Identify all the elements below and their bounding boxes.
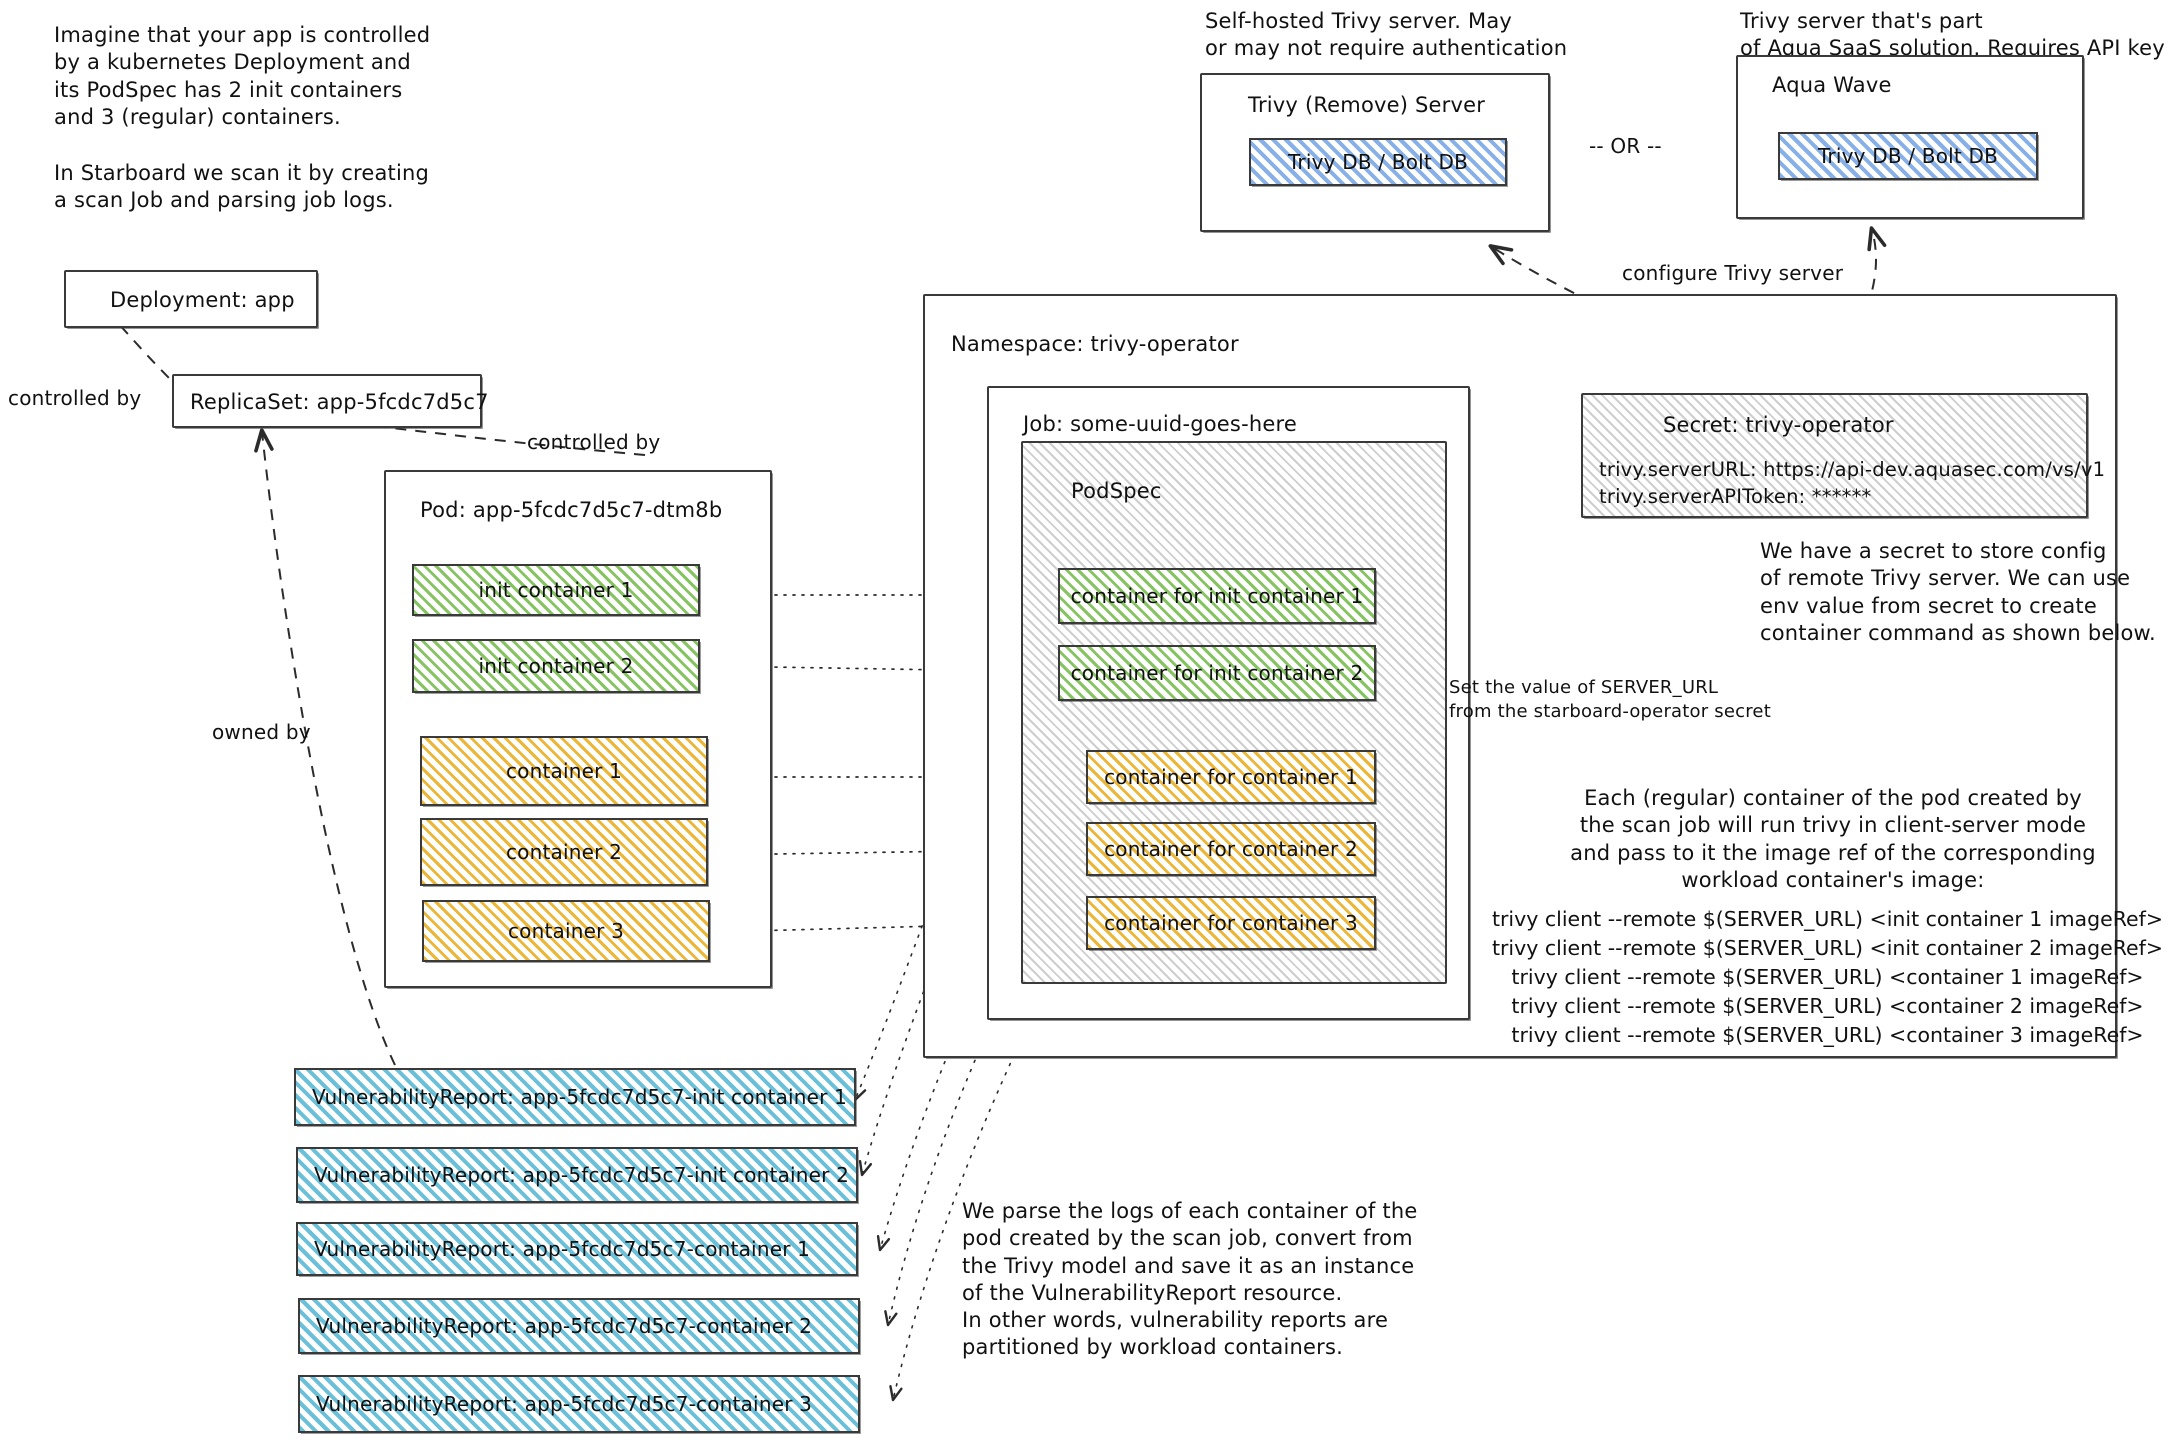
scan-container-for-container-2[interactable]: container for container 2 (1086, 822, 1376, 876)
podspec-box[interactable]: PodSpec (1021, 441, 1447, 984)
vulnerability-report-4[interactable]: VulnerabilityReport: app-5fcdc7d5c7-cont… (298, 1298, 860, 1354)
scan-container-for-container-3[interactable]: container for container 3 (1086, 896, 1376, 950)
scan-container-for-init-container-1[interactable]: container for init container 1 (1058, 568, 1376, 624)
scan-container-for-init-container-1-label: container for init container 1 (1070, 584, 1364, 608)
intro-paragraph-2: In Starboard we scan it by creating a sc… (54, 161, 430, 213)
edge-label-configure-trivy-server: configure Trivy server (1622, 261, 1844, 285)
replicaset-label: ReplicaSet: app-5fcdc7d5c7 (190, 390, 489, 414)
secret-title: Secret: trivy-operator (1663, 413, 1894, 437)
deployment-box[interactable]: Deployment: app (64, 270, 318, 328)
trivy-client-commands: trivy client --remote $(SERVER_URL) <ini… (1491, 907, 2164, 1048)
podspec-label: PodSpec (1071, 479, 1162, 503)
namespace-label: Namespace: trivy-operator (951, 332, 1239, 356)
pod-init-container-2[interactable]: init container 2 (412, 639, 700, 693)
trivy-remote-server-title: Trivy (Remove) Server (1248, 93, 1486, 117)
secret-server-url: trivy.serverURL: https://api-dev.aquasec… (1599, 458, 2106, 481)
scan-container-for-init-container-2[interactable]: container for init container 2 (1058, 645, 1376, 701)
note-secret-explainer: We have a secret to store config of remo… (1760, 539, 2156, 645)
pod-container-1[interactable]: container 1 (420, 736, 708, 806)
trivy-db-left-label: Trivy DB / Bolt DB (1287, 150, 1469, 174)
trivy-db-left[interactable]: Trivy DB / Bolt DB (1249, 138, 1507, 186)
trivy-db-right[interactable]: Trivy DB / Bolt DB (1778, 132, 2038, 180)
note-client-server-explainer: Each (regular) container of the pod crea… (1570, 786, 2096, 892)
pod-container-3-label: container 3 (507, 919, 625, 943)
aqua-wave-title: Aqua Wave (1772, 73, 1892, 97)
job-label: Job: some-uuid-goes-here (1023, 412, 1297, 436)
pod-container-2-label: container 2 (505, 840, 623, 864)
scan-container-for-container-1-label: container for container 1 (1104, 765, 1358, 789)
edge-label-owned-by: owned by (212, 720, 311, 744)
scan-container-for-container-2-label: container for container 2 (1104, 837, 1358, 861)
secret-api-token: trivy.serverAPIToken: ****** (1599, 485, 1872, 508)
trivy-db-right-label: Trivy DB / Bolt DB (1817, 144, 1999, 168)
vulnerability-report-2[interactable]: VulnerabilityReport: app-5fcdc7d5c7-init… (296, 1147, 858, 1203)
note-self-hosted-trivy: Self-hosted Trivy server. May or may not… (1205, 9, 1568, 61)
vulnerability-report-2-label: VulnerabilityReport: app-5fcdc7d5c7-init… (314, 1163, 850, 1187)
edge-label-controlled-by-deployment: controlled by (8, 386, 142, 410)
scan-container-for-init-container-2-label: container for init container 2 (1070, 661, 1364, 685)
secret-box[interactable]: Secret: trivy-operator trivy.serverURL: … (1581, 393, 2105, 518)
note-server-url: Set the value of SERVER_URL from the sta… (1449, 677, 1771, 722)
vulnerability-report-1[interactable]: VulnerabilityReport: app-5fcdc7d5c7-init… (294, 1068, 856, 1126)
scan-container-for-container-1[interactable]: container for container 1 (1086, 750, 1376, 804)
intro-paragraph-1: Imagine that your app is controlled by a… (54, 23, 431, 129)
pod-container-2[interactable]: container 2 (420, 818, 708, 886)
replicaset-box[interactable]: ReplicaSet: app-5fcdc7d5c7 (172, 374, 488, 428)
note-parse-logs-explainer: We parse the logs of each container of t… (962, 1199, 1418, 1360)
pod-label: Pod: app-5fcdc7d5c7-dtm8b (420, 498, 723, 522)
vulnerability-report-3-label: VulnerabilityReport: app-5fcdc7d5c7-cont… (314, 1237, 811, 1261)
vulnerability-report-4-label: VulnerabilityReport: app-5fcdc7d5c7-cont… (316, 1314, 813, 1338)
pod-container-3[interactable]: container 3 (422, 900, 710, 962)
scan-container-for-container-3-label: container for container 3 (1104, 911, 1358, 935)
vulnerability-report-3[interactable]: VulnerabilityReport: app-5fcdc7d5c7-cont… (296, 1222, 858, 1276)
pod-init-container-1[interactable]: init container 1 (412, 564, 700, 616)
or-separator: -- OR -- (1589, 134, 1662, 158)
edge-label-controlled-by-replicaset: controlled by (527, 430, 661, 454)
pod-init-container-2-label: init container 2 (478, 654, 634, 678)
deployment-label: Deployment: app (110, 288, 295, 312)
vulnerability-report-1-label: VulnerabilityReport: app-5fcdc7d5c7-init… (312, 1085, 848, 1109)
vulnerability-report-5[interactable]: VulnerabilityReport: app-5fcdc7d5c7-cont… (298, 1375, 860, 1433)
vulnerability-report-5-label: VulnerabilityReport: app-5fcdc7d5c7-cont… (316, 1392, 813, 1416)
pod-container-1-label: container 1 (505, 759, 623, 783)
pod-init-container-1-label: init container 1 (478, 578, 634, 602)
